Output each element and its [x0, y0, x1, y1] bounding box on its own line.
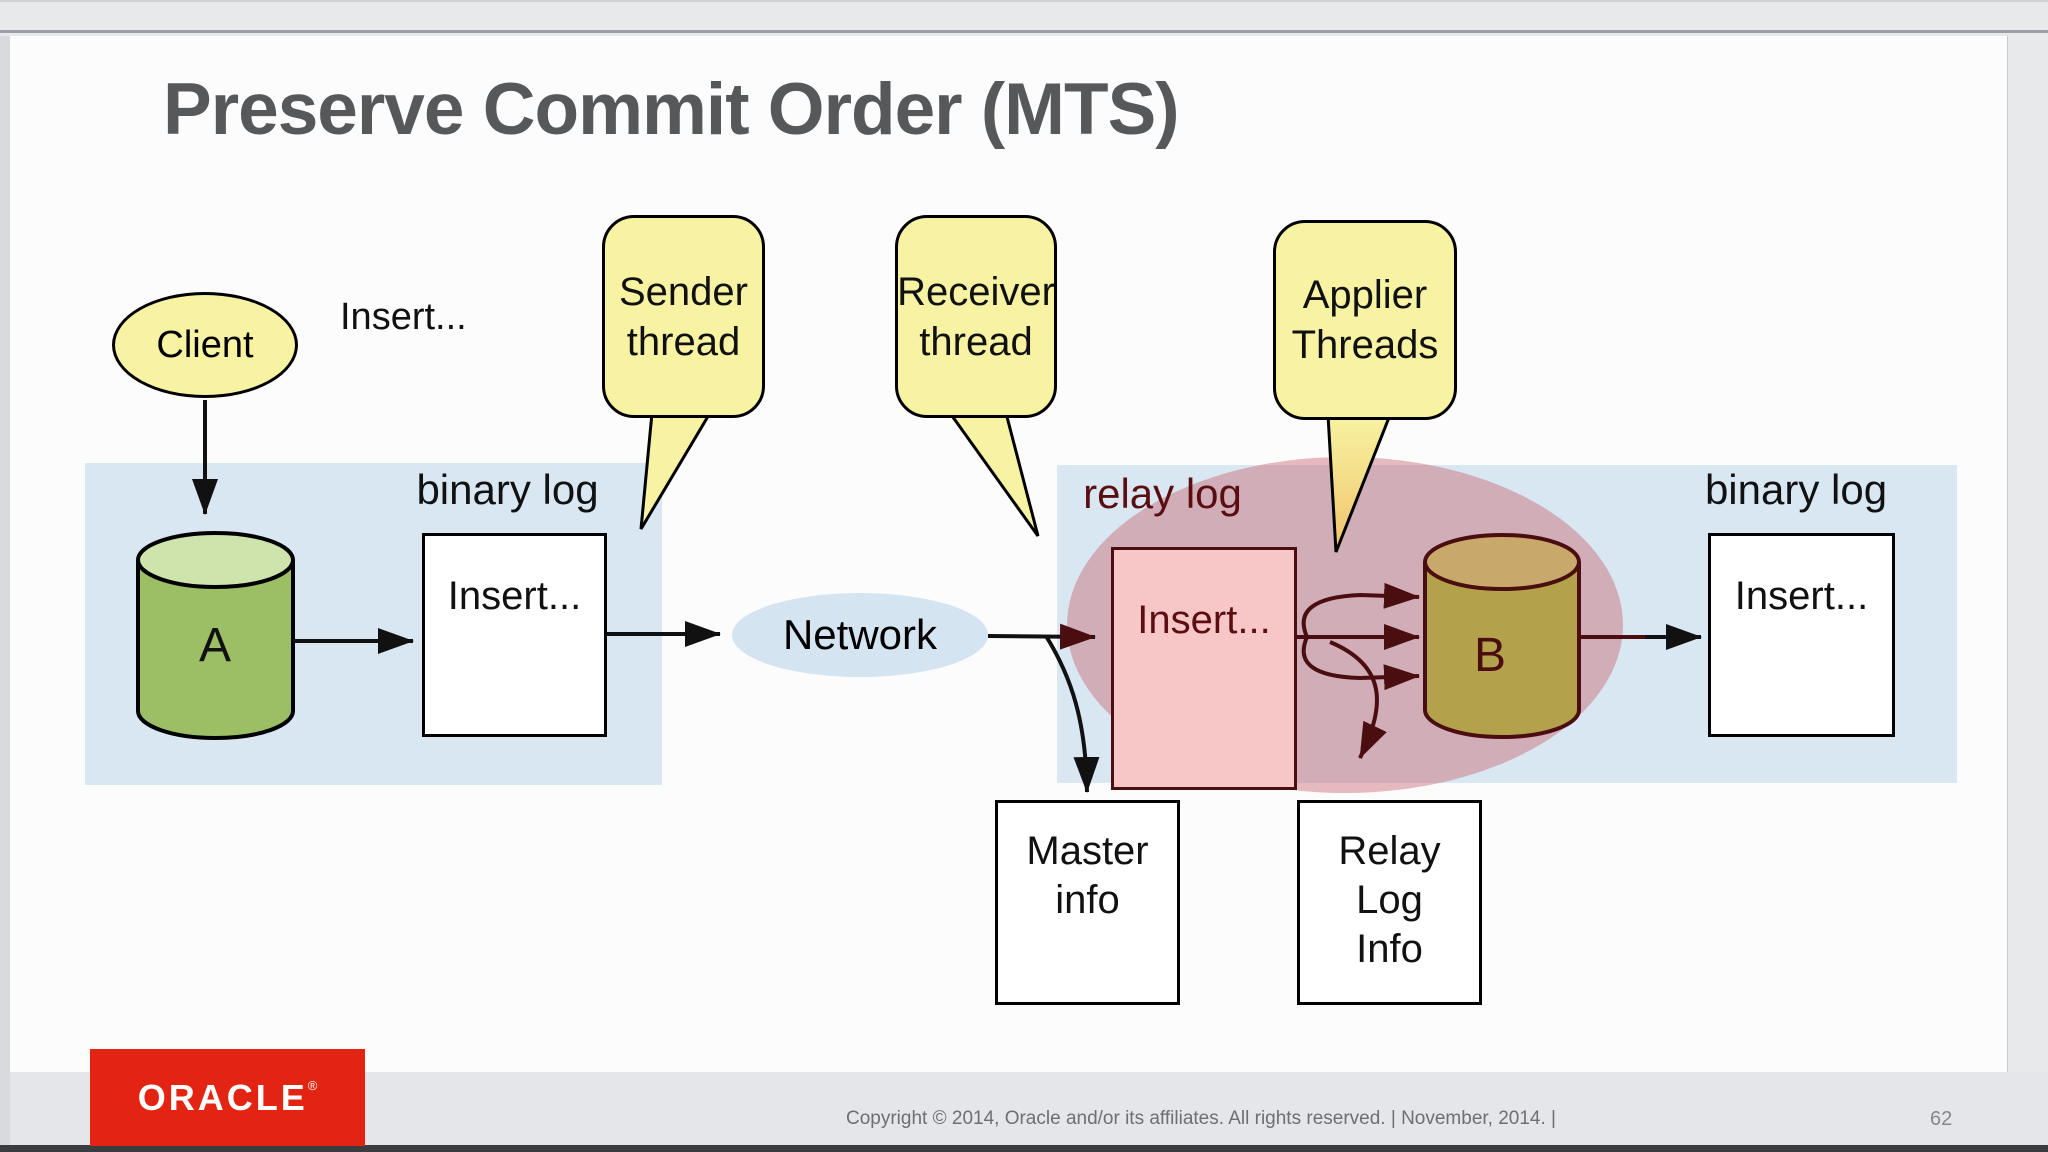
network-label: Network	[782, 611, 938, 658]
window-right-panel	[2007, 36, 2048, 1072]
sender-callout-tail	[639, 411, 713, 530]
binary-log-left-box: Insert...	[422, 533, 607, 737]
arrow-relay-to-b-top	[1301, 582, 1420, 638]
copyright-text: Copyright © 2014, Oracle and/or its affi…	[846, 1108, 1556, 1129]
network-node: Network	[732, 593, 988, 677]
window-left-edge	[0, 36, 10, 1152]
relay-log-info-box: Relay Log Info	[1297, 800, 1482, 1005]
oracle-wordmark: ORACLE	[137, 1076, 308, 1118]
slide-title: Preserve Commit Order (MTS)	[163, 69, 1180, 150]
receiver-thread-callout: Receiver thread	[895, 215, 1057, 418]
window-title-bar	[0, 0, 2048, 33]
client-node: Client	[112, 292, 298, 398]
registered-mark: ®	[307, 1078, 318, 1093]
arrow-branch-to-master-info	[1044, 634, 1100, 793]
arrow-to-relay-log-info	[1329, 640, 1387, 759]
applier-threads-callout: Applier Threads	[1273, 220, 1457, 420]
window-bottom-bar	[0, 1145, 2048, 1152]
arrow-relay-to-b-bottom	[1301, 636, 1420, 691]
database-a-label: A	[198, 619, 231, 672]
sender-thread-callout: Sender thread	[602, 215, 765, 418]
binary-log-right-label: binary log	[1704, 466, 1888, 513]
oracle-logo: ORACLE®	[90, 1049, 365, 1146]
database-b-cylinder	[1423, 533, 1581, 739]
arrow-network-to-relay	[987, 623, 1096, 650]
binary-log-left-label: binary log	[416, 466, 599, 513]
master-info-box: Master info	[995, 800, 1180, 1005]
client-label: Client	[156, 323, 254, 366]
page-number: 62	[1930, 1108, 1953, 1130]
relay-log-label: relay log	[1083, 470, 1242, 517]
relay-log-box: Insert...	[1111, 547, 1297, 790]
query-label: Insert...	[340, 296, 467, 338]
database-b-label: B	[1473, 629, 1506, 682]
binary-log-right-box: Insert...	[1708, 533, 1895, 737]
receiver-callout-tail	[947, 411, 1040, 537]
database-a-cylinder	[136, 531, 295, 740]
